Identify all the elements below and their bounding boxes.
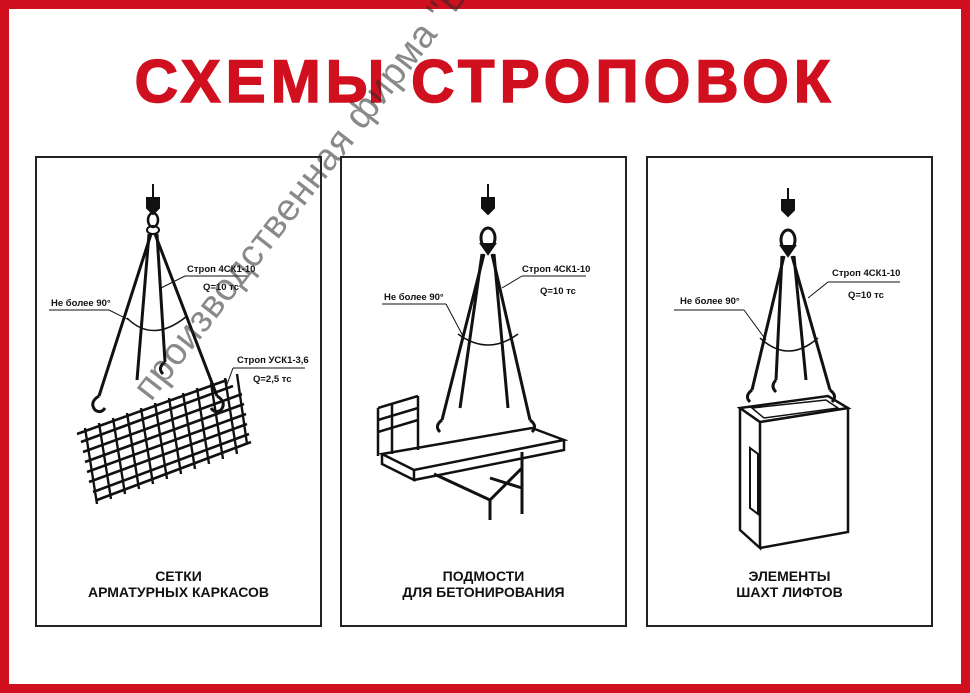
panel-elevator-shaft: Не более 90° Строп 4СК1-10 Q=10 тс ЭЛЕМЕ…: [646, 156, 933, 627]
page-title: СХЕМЫ СТРОПОВОК: [134, 48, 836, 115]
caption-line-1: СЕТКИ: [155, 568, 202, 584]
panel-caption: СЕТКИ АРМАТУРНЫХ КАРКАСОВ: [37, 568, 320, 600]
caption-line-2: ДЛЯ БЕТОНИРОВАНИЯ: [402, 584, 565, 600]
sling-label: Строп 4СК1-10: [522, 264, 590, 275]
load-label: Q=10 тс: [848, 290, 884, 301]
caption-line-2: АРМАТУРНЫХ КАРКАСОВ: [87, 584, 270, 600]
rigging-diagram-scaffolding: Не более 90° Строп 4СК1-10 Q=10 тс: [376, 184, 590, 520]
caption-line-1: ЭЛЕМЕНТЫ: [748, 568, 831, 584]
rigging-diagram-mesh: Не более 90° Строп 4СК1-10 Q=10 тс Строп…: [49, 184, 309, 505]
caption-line-2: ШАХТ ЛИФТОВ: [736, 584, 843, 600]
sling-label: Строп 4СК1-10: [187, 264, 255, 275]
rigging-diagram-elevator-shaft: Не более 90° Строп 4СК1-10 Q=10 тс: [674, 188, 900, 551]
load-label: Q=10 тс: [203, 282, 239, 293]
load-label: Q=10 тс: [540, 286, 576, 297]
angle-label: Не более 90°: [680, 296, 740, 307]
panel-caption: ЭЛЕМЕНТЫ ШАХТ ЛИФТОВ: [648, 568, 931, 600]
angle-label: Не более 90°: [384, 292, 444, 303]
panel-scaffolding: Не более 90° Строп 4СК1-10 Q=10 тс ПОДМО…: [340, 156, 627, 627]
angle-label: Не более 90°: [51, 298, 111, 309]
panel-caption: ПОДМОСТИ ДЛЯ БЕТОНИРОВАНИЯ: [342, 568, 625, 600]
load2-label: Q=2,5 тс: [253, 374, 292, 385]
panel-reinforcement-mesh: Не более 90° Строп 4СК1-10 Q=10 тс Строп…: [35, 156, 322, 627]
caption-line-1: ПОДМОСТИ: [442, 568, 525, 584]
sling2-label: Строп УСК1-3,6: [237, 355, 309, 366]
sling-label: Строп 4СК1-10: [832, 268, 900, 279]
